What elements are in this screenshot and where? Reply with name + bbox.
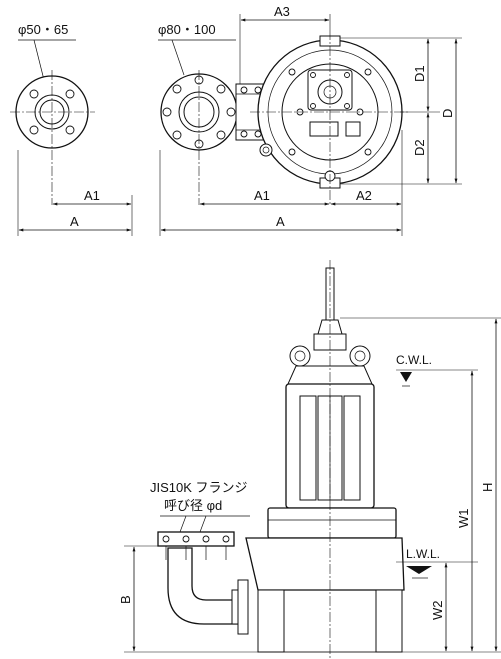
top-dimensions: A3 D1 D D2 A1 A A1 A2 A (17, 4, 462, 236)
lwl-label: L.W.L. (406, 547, 440, 561)
pump-plan-view (235, 30, 410, 205)
large-flange-view: φ80・100 (158, 22, 238, 205)
dim-b-label: B (118, 595, 133, 604)
cwl-label: C.W.L. (396, 353, 432, 367)
nominal-diameter-label: 呼び径 φd (164, 498, 222, 513)
dim-w2-label: W2 (430, 601, 445, 621)
jis-flange-label: JIS10K フランジ (150, 480, 248, 495)
dim-a3-label: A3 (274, 4, 290, 19)
small-flange-view: φ50・65 (10, 22, 95, 205)
cwl-marker-icon (400, 372, 412, 382)
dim-a-right-label: A (276, 214, 285, 229)
dim-a1-right-label: A1 (254, 188, 270, 203)
dim-d2-label: D2 (412, 139, 427, 156)
bottom-dimensions: C.W.L. L.W.L. W1 W2 H B JIS10K フランジ 呼び径 … (118, 317, 501, 653)
dim-w1-label: W1 (456, 509, 471, 529)
flange-large-label: φ80・100 (158, 22, 216, 37)
dim-a1-left-label: A1 (84, 188, 100, 203)
pump-elevation-view (157, 260, 405, 659)
dim-a-left-label: A (70, 214, 79, 229)
flange-small-label: φ50・65 (18, 22, 68, 37)
dim-d1-label: D1 (412, 65, 427, 82)
lwl-marker-icon (406, 566, 432, 574)
dim-h-label: H (480, 483, 495, 492)
small-flange-bolts (29, 89, 75, 135)
dim-a2-label: A2 (356, 188, 372, 203)
dim-d-label: D (440, 109, 455, 118)
